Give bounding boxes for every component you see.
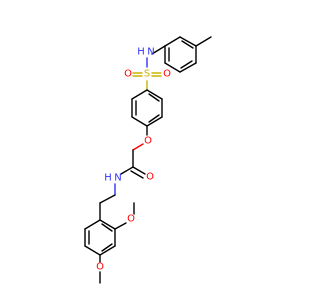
sulfonyl-o-left-label: O bbox=[124, 69, 132, 80]
bond bbox=[131, 116, 148, 127]
methoxy-o-upper-label: O bbox=[127, 214, 135, 225]
bond bbox=[99, 219, 116, 230]
bond bbox=[84, 219, 101, 230]
bond bbox=[164, 62, 181, 73]
ring-to-nh-bond bbox=[151, 45, 166, 55]
bond-double-inner bbox=[101, 223, 113, 232]
ether-ch2-bond bbox=[132, 143, 144, 151]
bond bbox=[146, 89, 163, 100]
amide-n-label: N bbox=[114, 173, 121, 184]
bond-double-inner bbox=[180, 60, 193, 69]
amine-h-label: H bbox=[137, 47, 145, 58]
bond bbox=[99, 245, 116, 256]
amine-n-label: N bbox=[147, 47, 154, 58]
ether-o-label: O bbox=[144, 136, 152, 147]
phenoxy-ring bbox=[131, 89, 163, 127]
carbonyl-n-bond bbox=[120, 166, 134, 175]
sulfonyl-o-right-label: O bbox=[163, 69, 171, 80]
molecule-structure-diagram: N H S O O O O N H O O bbox=[84, 36, 212, 284]
ethyl-bond-1 bbox=[99, 194, 116, 204]
bond-double-inner bbox=[148, 93, 160, 102]
bond bbox=[179, 62, 197, 73]
carbonyl-o-label: O bbox=[146, 172, 154, 183]
bond bbox=[179, 36, 197, 47]
bond bbox=[146, 116, 163, 127]
bond-double-inner bbox=[101, 243, 113, 252]
tolyl-ring bbox=[164, 36, 197, 73]
bond bbox=[164, 36, 181, 47]
carbonyl-o-bond bbox=[132, 166, 146, 175]
methyl-bond bbox=[195, 36, 212, 47]
dimethoxyphenyl-ring bbox=[84, 219, 116, 256]
bond-double-inner bbox=[148, 114, 160, 123]
carbonyl-o-bond-2 bbox=[130, 170, 144, 179]
bond-double-inner bbox=[181, 40, 194, 49]
bond bbox=[131, 89, 148, 100]
methoxy-upper-bond bbox=[114, 222, 127, 230]
bond bbox=[84, 245, 101, 256]
amide-h-label: H bbox=[104, 173, 112, 184]
sulfur-label: S bbox=[144, 69, 150, 80]
methoxy-o-lower-label: O bbox=[96, 262, 104, 273]
